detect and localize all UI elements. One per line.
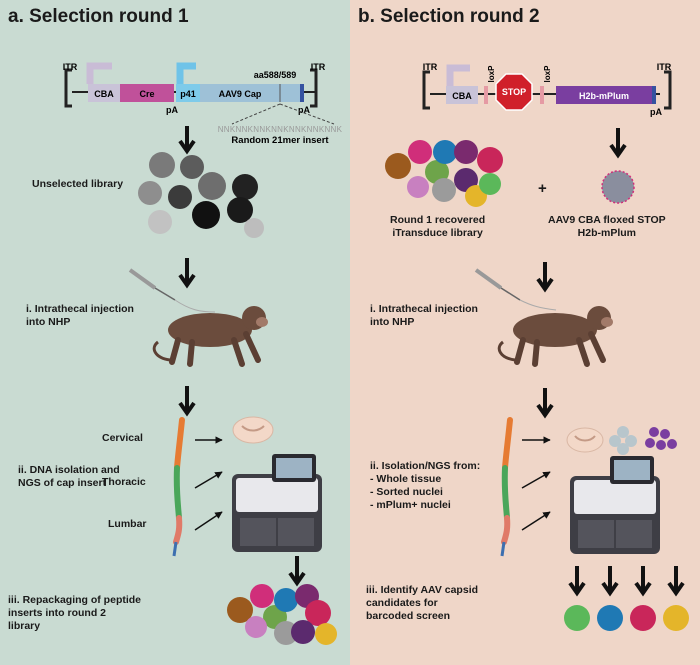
arrows-a [178, 126, 306, 587]
round2-library-a [227, 584, 337, 645]
insert-label: Random 21mer insert [231, 135, 329, 146]
cba-label-a: CBA [94, 89, 114, 99]
construct-a: CBA Cre p41 AAV9 Cap ITR ITR pA pA aa588… [63, 62, 343, 146]
lumbar-label: Lumbar [108, 518, 147, 530]
loxp2-label: loxP [543, 65, 552, 83]
aav9-cap-element [200, 84, 300, 102]
unselected-library-particles [138, 152, 264, 238]
pa-b: pA [650, 107, 662, 117]
syringe-a [128, 268, 216, 313]
thoracic-label: Thoracic [102, 476, 146, 488]
tissue-icons-b [566, 426, 677, 455]
unselected-library-label: Unselected library [32, 178, 124, 190]
loxp1-label: loxP [487, 65, 496, 83]
itr-left-a: ITR [63, 62, 78, 72]
arrows-b [536, 128, 685, 597]
b-step2-label: ii. Isolation/NGS from:- Whole tissue- S… [370, 460, 481, 511]
p41-element [176, 84, 200, 102]
syringe-b [474, 268, 557, 311]
round1-library-particles [385, 140, 503, 207]
sequencer-a [231, 453, 323, 553]
monkey-b [499, 306, 613, 364]
cre-label: Cre [139, 89, 154, 99]
stop-sign [495, 73, 533, 111]
aa-site-label: aa588/589 [254, 70, 297, 80]
pa-a1: pA [166, 105, 178, 115]
cba-label-b: CBA [452, 91, 472, 101]
cre-element [120, 84, 174, 102]
p41-label: p41 [180, 89, 196, 99]
aav9-floxed-particle [601, 170, 635, 204]
stop-label: STOP [502, 87, 526, 97]
panel-a-title: a. Selection round 1 [8, 6, 189, 27]
sequencer-b [569, 455, 661, 555]
cervical-label: Cervical [102, 432, 143, 444]
plus-sign: + [538, 180, 547, 197]
h2b-mplum-element [556, 86, 652, 104]
h2b-label: H2b-mPlum [579, 91, 629, 101]
itr-left-b: ITR [423, 62, 438, 72]
spinal-cord-b [500, 417, 551, 557]
panel-b-title: b. Selection round 2 [358, 6, 540, 27]
itr-right-b: ITR [657, 62, 672, 72]
insert-sequence: NNKNNKNNKNNKNNKNNKNNK [218, 125, 343, 134]
pa-a2: pA [298, 105, 310, 115]
construct-b: CBA loxP STOP loxP H2b-mPlum ITR ITR pA [422, 62, 672, 117]
aav9-cap-label: AAV9 Cap [219, 89, 262, 99]
candidate-capsids [564, 605, 689, 631]
spinal-cross-section-a [232, 416, 274, 444]
monkey-a [154, 306, 268, 364]
cba-element-a [88, 84, 120, 102]
spinal-cord-a [172, 417, 223, 557]
itr-right-a: ITR [311, 62, 326, 72]
